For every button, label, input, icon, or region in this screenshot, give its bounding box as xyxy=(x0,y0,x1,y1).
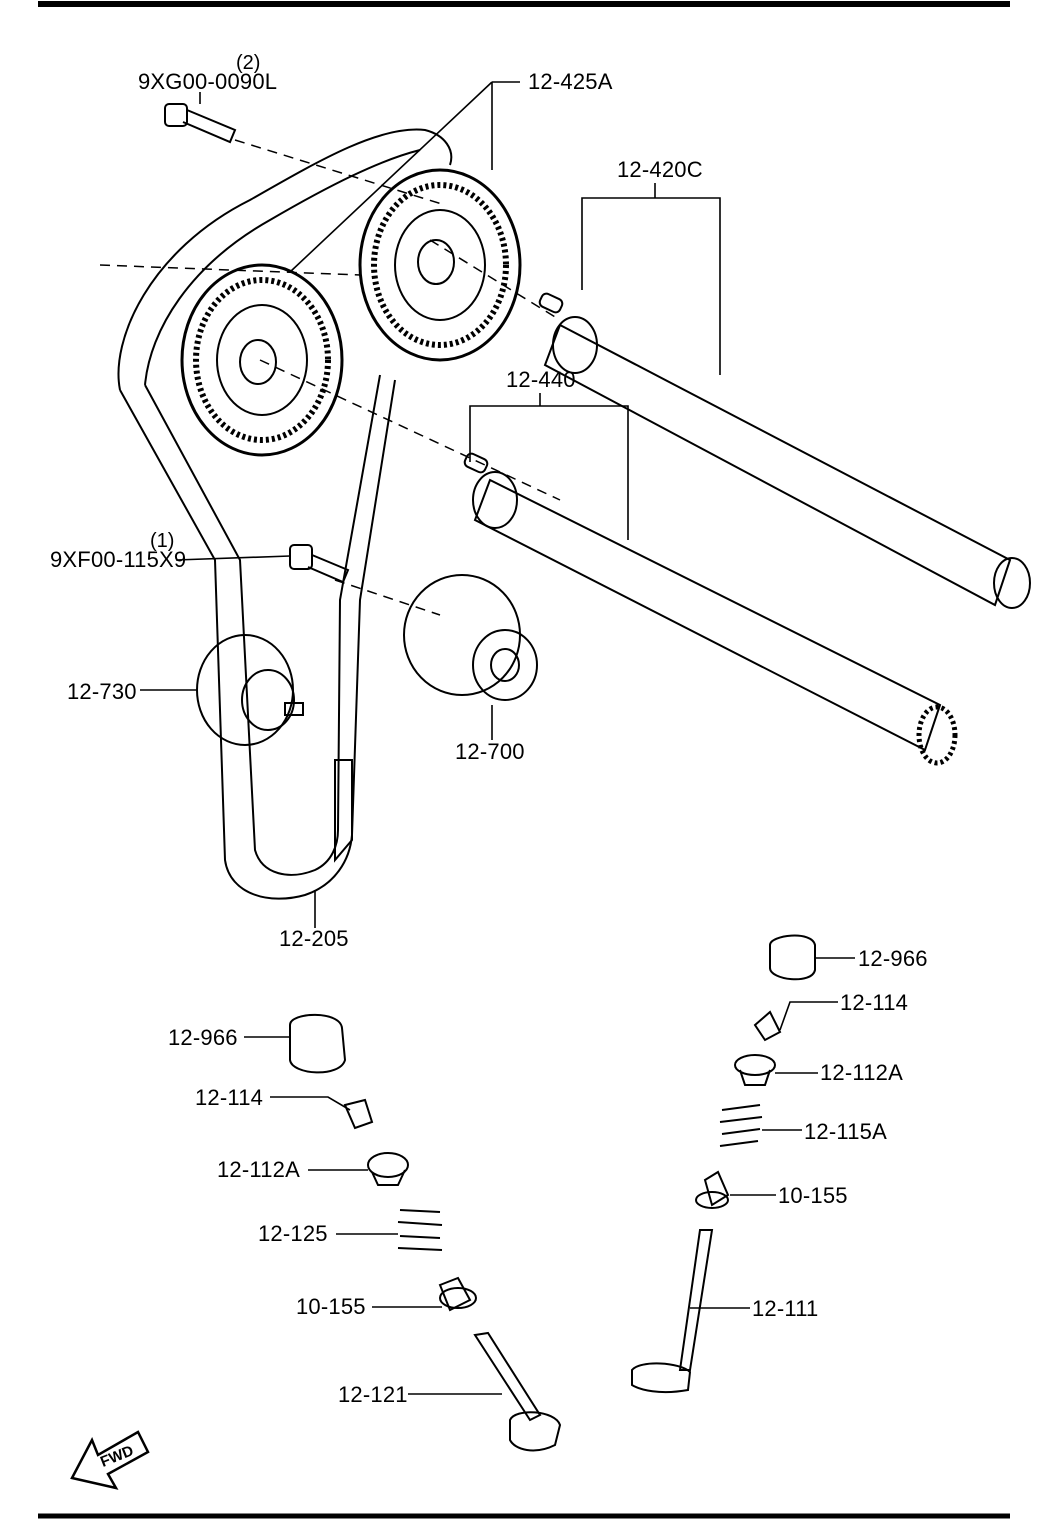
timing-belt-part-number: 12-205 xyxy=(279,926,349,951)
bolt-lower-part-number: 9XF00-115X9 xyxy=(50,547,187,572)
spring-right-part-number: 12-115A xyxy=(804,1119,887,1144)
bolt-lower-qty: (1) xyxy=(150,530,175,552)
retainer-left-part-number: 12-112A xyxy=(217,1157,300,1182)
intake-camshaft xyxy=(463,452,958,766)
bolt-upper xyxy=(164,103,237,144)
bolt-upper-part-number: 9XG00-0090L xyxy=(138,69,278,94)
fwd-arrow-icon xyxy=(70,1430,150,1490)
seal-right-part-number: 10-155 xyxy=(778,1183,848,1208)
intake-camshaft-part-number: 12-440 xyxy=(506,367,576,392)
valve-right-part-number: 12-111 xyxy=(752,1296,819,1321)
tensioner-part-number: 12-700 xyxy=(455,739,525,764)
valve-assembly-right xyxy=(631,934,816,1394)
timing-belt xyxy=(117,128,453,900)
exhaust-camshaft-part-number: 12-420C xyxy=(617,157,703,182)
valve-assembly-left xyxy=(289,1013,562,1452)
tappet-right-part-number: 12-966 xyxy=(858,946,928,971)
sprocket-part-number: 12-425A xyxy=(528,69,613,94)
exhaust-camshaft xyxy=(538,292,1031,609)
camshaft-sprocket-right xyxy=(358,168,522,362)
retainer-right-part-number: 12-112A xyxy=(820,1060,903,1085)
tappet-left-part-number: 12-966 xyxy=(168,1025,238,1050)
keeper-right-part-number: 12-114 xyxy=(840,990,909,1015)
idler-pulley xyxy=(196,634,304,746)
bolt-upper-qty: (2) xyxy=(236,52,261,74)
valve-left-part-number: 12-121 xyxy=(338,1382,408,1407)
keeper-left-part-number: 12-114 xyxy=(195,1085,264,1110)
seal-left-part-number: 10-155 xyxy=(296,1294,366,1319)
idler-pulley-part-number: 12-730 xyxy=(67,679,137,704)
spring-left-part-number: 12-125 xyxy=(258,1221,328,1246)
camshaft-sprocket-left xyxy=(180,263,344,457)
bolt-lower xyxy=(289,544,350,584)
tensioner-pulley xyxy=(403,574,538,701)
